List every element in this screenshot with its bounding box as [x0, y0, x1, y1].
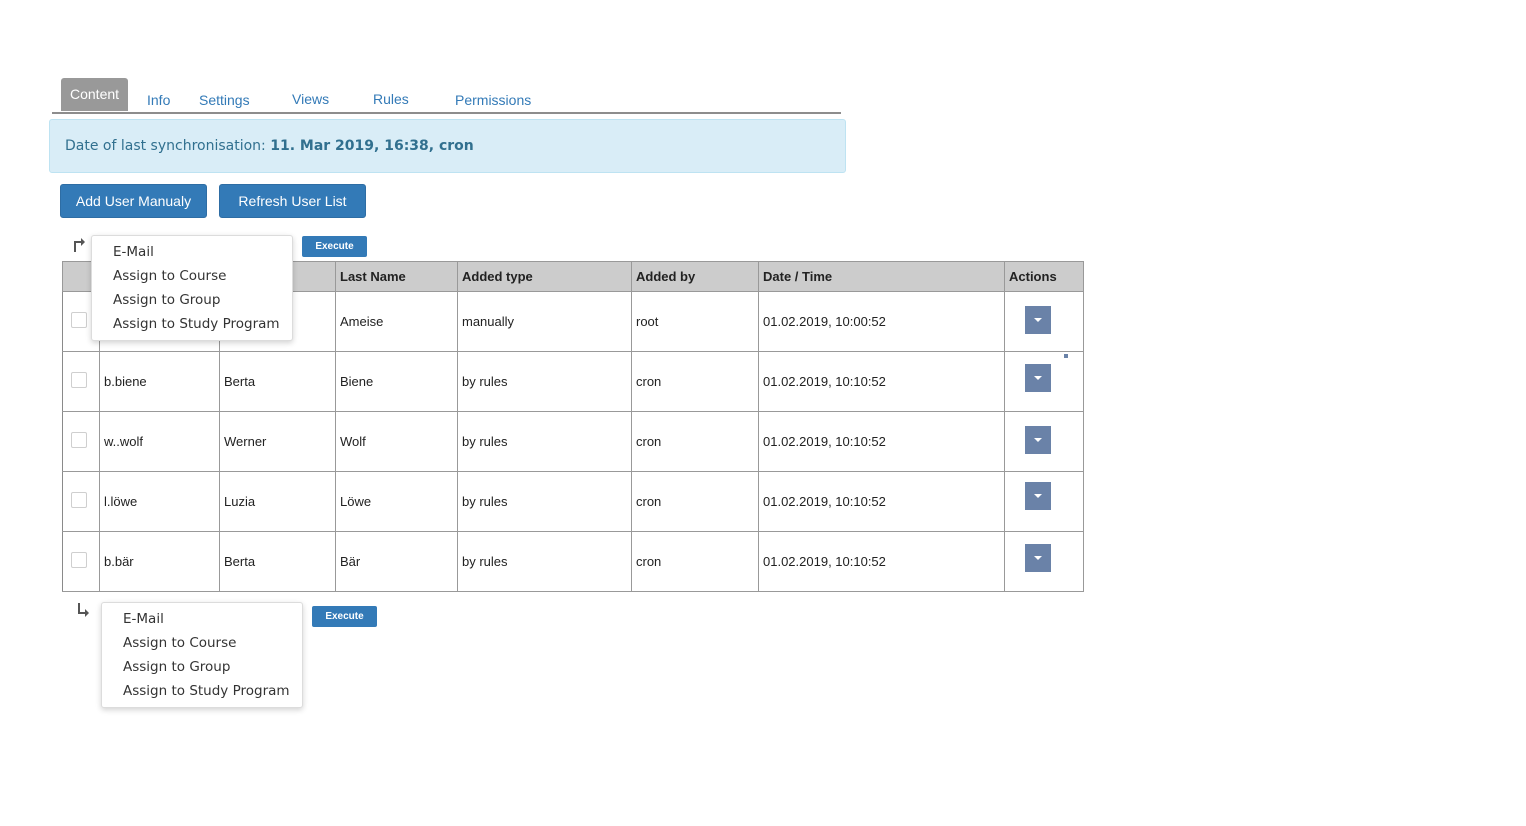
- cell-last-name: Bär: [335, 531, 458, 592]
- cell-date-time: 01.02.2019, 10:10:52: [758, 351, 1005, 412]
- tab-info[interactable]: Info: [147, 92, 171, 108]
- table-row: w..wolf Werner Wolf by rules cron 01.02.…: [62, 411, 1084, 472]
- cell-last-name: Ameise: [335, 291, 458, 352]
- execute-button-top[interactable]: Execute: [302, 236, 367, 257]
- column-header-date-time[interactable]: Date / Time: [758, 261, 1005, 292]
- execute-button-bottom[interactable]: Execute: [312, 606, 377, 627]
- column-header-added-type[interactable]: Added type: [457, 261, 632, 292]
- refresh-user-list-button[interactable]: Refresh User List: [219, 184, 366, 218]
- cell-added-type: manually: [457, 291, 632, 352]
- sync-info-box: Date of last synchronisation: 11. Mar 20…: [49, 119, 846, 173]
- cell-added-by: cron: [631, 351, 759, 412]
- row-checkbox[interactable]: [71, 492, 87, 508]
- cell-date-time: 01.02.2019, 10:00:52: [758, 291, 1005, 352]
- cell-login: w..wolf: [99, 411, 220, 472]
- cell-added-by: cron: [631, 411, 759, 472]
- cell-added-type: by rules: [457, 351, 632, 412]
- cell-date-time: 01.02.2019, 10:10:52: [758, 531, 1005, 592]
- table-row: b.biene Berta Biene by rules cron 01.02.…: [62, 351, 1084, 412]
- cell-added-type: by rules: [457, 411, 632, 472]
- row-checkbox[interactable]: [71, 372, 87, 388]
- bulk-action-dropdown-bottom[interactable]: E-Mail Assign to Course Assign to Group …: [101, 602, 303, 708]
- cell-first-name: Berta: [219, 351, 336, 412]
- caret-down-icon: [1034, 494, 1042, 498]
- tab-content[interactable]: Content: [61, 78, 129, 111]
- tab-settings[interactable]: Settings: [199, 92, 250, 108]
- row-actions-button[interactable]: [1025, 306, 1051, 334]
- row-actions-button[interactable]: [1025, 364, 1051, 392]
- column-header-added-by[interactable]: Added by: [631, 261, 759, 292]
- cell-first-name: Berta: [219, 531, 336, 592]
- cell-added-by: cron: [631, 531, 759, 592]
- column-header-actions: Actions: [1004, 261, 1084, 292]
- tab-views[interactable]: Views: [292, 91, 330, 107]
- row-actions-button[interactable]: [1025, 482, 1051, 510]
- row-actions-button[interactable]: [1025, 426, 1051, 454]
- table-row: l.löwe Luzia Löwe by rules cron 01.02.20…: [62, 471, 1084, 532]
- cell-login: b.biene: [99, 351, 220, 412]
- cell-last-name: Wolf: [335, 411, 458, 472]
- cell-added-by: root: [631, 291, 759, 352]
- tab-permissions[interactable]: Permissions: [455, 92, 532, 108]
- cell-added-by: cron: [631, 471, 759, 532]
- bulk-action-dropdown-top[interactable]: E-Mail Assign to Course Assign to Group …: [91, 235, 293, 341]
- caret-down-icon: [1034, 556, 1042, 560]
- cell-first-name: Werner: [219, 411, 336, 472]
- row-checkbox[interactable]: [71, 552, 87, 568]
- cell-added-type: by rules: [457, 531, 632, 592]
- sync-label: Date of last synchronisation:: [65, 138, 266, 154]
- option-email[interactable]: E-Mail: [123, 611, 164, 627]
- option-assign-group[interactable]: Assign to Group: [113, 292, 221, 308]
- tab-bar: Content Info Settings Views Rules Permis…: [52, 78, 841, 114]
- arrow-turn-down-right-icon: [76, 603, 90, 624]
- row-actions-button[interactable]: [1025, 544, 1051, 572]
- option-assign-course[interactable]: Assign to Course: [123, 635, 237, 651]
- table-row: b.bär Berta Bär by rules cron 01.02.2019…: [62, 531, 1084, 592]
- row-checkbox[interactable]: [71, 312, 87, 328]
- cell-date-time: 01.02.2019, 10:10:52: [758, 471, 1005, 532]
- users-table: Last Name Added type Added by Date / Tim…: [62, 261, 1084, 592]
- cell-login: l.löwe: [99, 471, 220, 532]
- row-checkbox[interactable]: [71, 432, 87, 448]
- option-assign-group[interactable]: Assign to Group: [123, 659, 231, 675]
- cell-date-time: 01.02.2019, 10:10:52: [758, 411, 1005, 472]
- option-assign-study-program[interactable]: Assign to Study Program: [123, 683, 290, 699]
- arrow-turn-up-right-icon: [72, 236, 86, 257]
- sync-value: 11. Mar 2019, 16:38, cron: [270, 138, 474, 154]
- tab-rules[interactable]: Rules: [373, 91, 409, 107]
- cell-login: b.bär: [99, 531, 220, 592]
- caret-down-icon: [1034, 318, 1042, 322]
- cell-added-type: by rules: [457, 471, 632, 532]
- cell-last-name: Biene: [335, 351, 458, 412]
- cell-first-name: Luzia: [219, 471, 336, 532]
- caret-down-icon: [1034, 438, 1042, 442]
- option-assign-study-program[interactable]: Assign to Study Program: [113, 316, 280, 332]
- decorative-dot: [1064, 354, 1068, 358]
- option-email[interactable]: E-Mail: [113, 244, 154, 260]
- option-assign-course[interactable]: Assign to Course: [113, 268, 227, 284]
- cell-last-name: Löwe: [335, 471, 458, 532]
- add-user-button[interactable]: Add User Manualy: [60, 184, 207, 218]
- column-header-last-name[interactable]: Last Name: [335, 261, 458, 292]
- caret-down-icon: [1034, 376, 1042, 380]
